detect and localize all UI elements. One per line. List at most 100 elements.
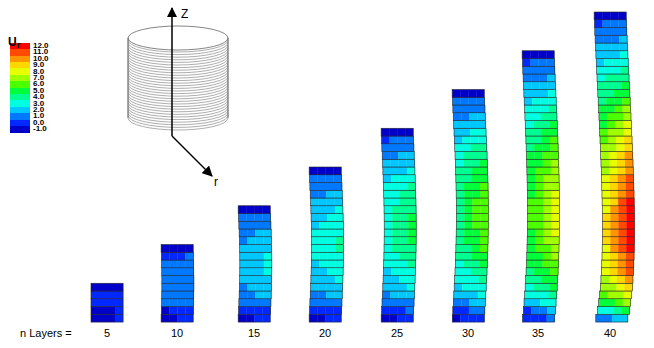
contour-cell [400,190,408,198]
contour-cell [334,307,342,315]
contour-cell [621,307,629,315]
contour-cell [399,167,407,175]
contour-cell [464,245,472,253]
contour-cell [169,252,177,260]
contour-cell [178,299,186,307]
contour-cell [549,291,557,299]
contour-cell [405,128,413,136]
layer-outline [161,252,193,260]
contour-cell [604,51,612,59]
contour-cell [599,299,607,307]
contour-cell [384,260,392,268]
contour-cell [607,299,615,307]
layer-winding [128,102,228,114]
contour-cell [543,190,551,198]
layer-outline [384,229,416,237]
contour-cell [550,276,558,284]
contour-cell [392,221,400,229]
contour-cell [317,314,325,322]
contour-cell [319,268,327,276]
layer-outline [383,183,415,191]
contour-cell [456,206,464,214]
layer-count: 5 [104,328,110,339]
layer-outline [162,291,194,299]
contour-cell [263,291,271,299]
contour-cell [598,97,606,105]
contour-cell [480,190,488,198]
contour-cell [99,314,107,322]
layer-outline [524,97,556,105]
layer-outline [600,128,632,136]
contour-cell [455,276,463,284]
contour-cell [327,206,335,214]
contour-cell [462,291,470,299]
contour-cell [618,183,626,191]
row-label: n Layers = [20,328,72,339]
contour-cell [615,299,623,307]
contour-cell [525,283,533,291]
layer-outline [525,105,557,113]
contour-cell [525,113,533,121]
contour-cell [480,167,488,175]
contour-cell [318,190,326,198]
contour-cell [479,159,487,167]
contour-cell [609,167,617,175]
contour-cell [319,206,327,214]
contour-cell [325,314,333,322]
contour-cell [542,276,550,284]
contour-cell [463,152,471,160]
contour-cell [472,229,480,237]
contour-cell [525,291,533,299]
layer-outline [383,268,415,276]
contour-cell [255,307,263,315]
layer-outline [239,237,271,245]
contour-cell [400,221,408,229]
layer-outline [162,268,194,276]
contour-cell [335,198,343,206]
contour-cell [406,307,414,315]
layer-outline [311,221,343,229]
contour-cell [456,221,464,229]
contour-cell [626,198,634,206]
contour-cell [470,283,478,291]
contour-cell [472,198,480,206]
contour-cell [408,252,416,260]
contour-cell [523,74,531,82]
layer-outline [384,198,416,206]
contour-cell [162,268,170,276]
layer-outline [527,175,559,183]
contour-cell [626,221,634,229]
contour-cell [478,283,486,291]
contour-cell [471,268,479,276]
layer-outline [456,237,488,245]
contour-cell [464,252,472,260]
contour-cell [542,260,550,268]
layer-column [594,12,635,322]
contour-cell [479,144,487,152]
contour-cell [326,291,334,299]
contour-cell [384,229,392,237]
layer-outline [599,299,631,307]
contour-cell [463,159,471,167]
contour-cell [400,198,408,206]
contour-cell [548,90,556,98]
contour-cell [311,221,319,229]
layer-winding [128,105,228,117]
contour-cell [523,82,531,90]
contour-cell [621,74,629,82]
contour-cell [246,206,254,214]
contour-cell [408,245,416,253]
contour-cell [390,291,398,299]
layer-outline [595,35,627,43]
contour-cell [622,90,630,98]
layer-outline [239,291,271,299]
contour-cell [601,152,609,160]
layer-outline [524,299,556,307]
contour-cell [461,105,469,113]
contour-cell [608,144,616,152]
contour-cell [616,128,624,136]
contour-cell [392,245,400,253]
contour-cell [620,51,628,59]
contour-cell [616,291,624,299]
layer-count: 20 [319,328,331,339]
